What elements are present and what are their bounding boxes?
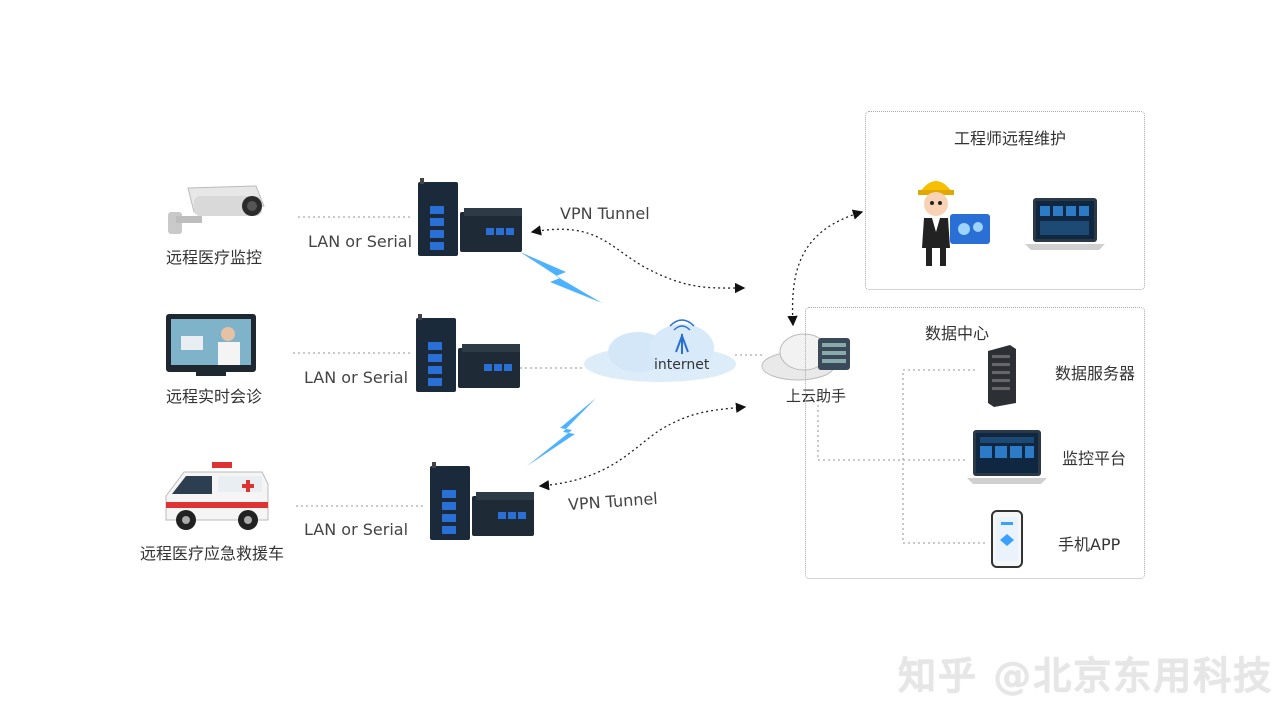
- security-camera-icon: [164, 178, 268, 240]
- cloud-helper-label: 上云助手: [786, 387, 847, 405]
- cloud-antenna-icon: [582, 318, 738, 386]
- vpn-label-top: VPN Tunnel: [560, 204, 650, 223]
- smartphone-icon: [991, 510, 1023, 568]
- engineer-box-title: 工程师远程维护: [954, 129, 1067, 148]
- cloud-server-icon: [758, 330, 854, 382]
- internet-label: internet: [654, 357, 710, 373]
- source-label-ambulance: 远程医疗应急救援车: [140, 544, 285, 563]
- watermark: 知乎 @北京东用科技: [898, 654, 1274, 698]
- laptop-dashboard-icon: [967, 428, 1047, 486]
- datacenter-item-app: 手机APP: [1058, 535, 1121, 554]
- lan-label-2: LAN or Serial: [304, 368, 409, 387]
- monitor-consultation-icon: [166, 314, 256, 376]
- source-label-consultation: 远程实时会诊: [166, 387, 263, 406]
- lan-label-1: LAN or Serial: [308, 232, 413, 251]
- datacenter-tree-line: [902, 369, 985, 544]
- lan-label-3: LAN or Serial: [304, 520, 409, 539]
- datacenter-box: [805, 307, 1145, 579]
- laptop-icon: [1025, 196, 1105, 252]
- server-rack-icon: [984, 345, 1018, 407]
- engineer-icon: [912, 170, 992, 270]
- helper-datacenter-line: [817, 395, 965, 461]
- vpn-tunnel-top-curve: [530, 225, 746, 294]
- industrial-router-3: [428, 462, 538, 542]
- vpn-tunnel-bottom-curve: [538, 402, 747, 491]
- source-label-monitoring: 远程医疗监控: [166, 248, 263, 267]
- industrial-router-1: [416, 178, 526, 258]
- helper-engineer-curve: [787, 209, 864, 327]
- datacenter-item-server: 数据服务器: [1055, 364, 1136, 383]
- datacenter-title: 数据中心: [925, 324, 990, 343]
- engineer-maintenance-box: [865, 111, 1145, 290]
- ambulance-icon: [162, 462, 272, 532]
- industrial-router-2: [414, 314, 524, 394]
- datacenter-item-monitor: 监控平台: [1062, 449, 1127, 468]
- lightning-bottom: [527, 398, 596, 466]
- lightning-top: [520, 252, 602, 303]
